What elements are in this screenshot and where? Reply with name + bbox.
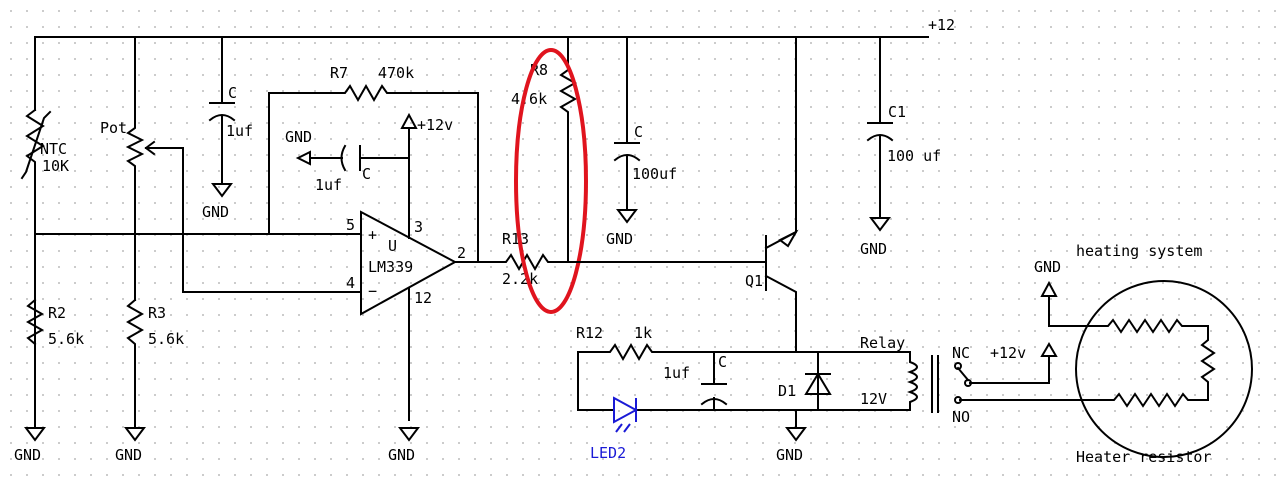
led2: LED2 xyxy=(577,396,911,462)
no-label: NO xyxy=(952,408,970,426)
capacitor-left: C 1uf GND xyxy=(202,36,253,221)
ntc-thermistor: NTC 10K xyxy=(20,36,69,421)
heater-resistor: GND heating system Heater resistor xyxy=(1034,242,1253,466)
gnd-symbol-r3: GND xyxy=(115,419,146,464)
gnd-symbol-relay: GND xyxy=(776,409,807,464)
r7-name: R7 xyxy=(330,64,348,82)
c1-name: C1 xyxy=(888,103,906,121)
ntc-name: NTC xyxy=(40,140,67,158)
pin5-label: 5 xyxy=(346,216,355,234)
resistor-r8: R8 4.6k xyxy=(511,36,578,263)
capacitor-100uf: C 100uf GND xyxy=(606,36,677,248)
d1-label: D1 xyxy=(778,382,796,400)
r7-value: 470k xyxy=(378,64,414,82)
r2-value: 5.6k xyxy=(48,330,84,348)
relay: Relay 12V NC NO +12v xyxy=(860,334,1087,426)
opamp-u: U xyxy=(388,237,397,255)
gnd-label-heater: GND xyxy=(1034,258,1061,276)
gnd-label-r3: GND xyxy=(115,446,142,464)
gnd-label-relay: GND xyxy=(776,446,803,464)
pin2-label: 2 xyxy=(457,244,466,262)
opamp-supply-label: +12v xyxy=(417,116,453,134)
r2-name: R2 xyxy=(48,304,66,322)
nc-label: NC xyxy=(952,344,970,362)
diode-d1: D1 xyxy=(778,351,832,411)
resistor-r3: R3 5.6k xyxy=(125,298,184,421)
cap-mid-value: 1uf xyxy=(315,176,342,194)
led2-label: LED2 xyxy=(590,444,626,462)
cap-left-name: C xyxy=(228,84,237,102)
cap-left-value: 1uf xyxy=(226,122,253,140)
supply-rail: +12 xyxy=(34,16,955,38)
r3-name: R3 xyxy=(148,304,166,322)
r13-value: 2.2k xyxy=(502,270,538,288)
gnd-symbol-r2: GND xyxy=(14,419,46,464)
capacitor-relay: 1uf C xyxy=(663,351,728,411)
opamp-lm339: 5 4 3 2 12 + − U LM339 GND xyxy=(332,210,479,464)
resistor-r2: R2 5.6k xyxy=(25,298,84,348)
cap-100-value: 100uf xyxy=(632,165,677,183)
heater-resistor-label: Heater resistor xyxy=(1076,448,1211,466)
ntc-value: 10K xyxy=(42,157,69,175)
r8-value: 4.6k xyxy=(511,90,547,108)
opamp-supply: +12v xyxy=(400,112,453,229)
resistor-r12: R12 1k xyxy=(576,324,911,411)
gnd-label-opamp: GND xyxy=(388,446,415,464)
transistor-q1: Q1 xyxy=(567,36,799,353)
gnd-label-mid: GND xyxy=(285,128,312,146)
opamp-part: LM339 xyxy=(368,258,413,276)
gnd-label-c1: GND xyxy=(860,240,887,258)
pin3-label: 3 xyxy=(414,218,423,236)
highlight-ellipse xyxy=(514,48,588,314)
pin4-label: 4 xyxy=(346,274,355,292)
r12-name: R12 xyxy=(576,324,603,342)
r13-name: R13 xyxy=(502,230,529,248)
potentiometer: Pot xyxy=(34,36,334,301)
relay-voltage: 12V xyxy=(860,390,887,408)
capacitor-mid: GND 1uf C xyxy=(285,128,410,194)
cap-relay-name: C xyxy=(718,353,727,371)
q1-label: Q1 xyxy=(745,272,763,290)
resistor-r7: R7 470k xyxy=(268,64,479,263)
heating-system-label: heating system xyxy=(1076,242,1202,260)
r3-value: 5.6k xyxy=(148,330,184,348)
capacitor-c1: C1 100 uf GND xyxy=(860,36,941,258)
pin12-label: 12 xyxy=(414,289,432,307)
cap-100-name: C xyxy=(634,123,643,141)
minus-sign: − xyxy=(368,282,377,300)
gnd-label-cap-100: GND xyxy=(606,230,633,248)
cap-relay-value: 1uf xyxy=(663,364,690,382)
gnd-label-cap-left: GND xyxy=(202,203,229,221)
relay-label: Relay xyxy=(860,334,905,352)
cap-mid-name: C xyxy=(362,165,371,183)
pot-label: Pot xyxy=(100,119,127,137)
supply-label: +12 xyxy=(928,16,955,34)
gnd-label-r2: GND xyxy=(14,446,41,464)
r12-value: 1k xyxy=(634,324,652,342)
relay-supply-label: +12v xyxy=(990,344,1026,362)
c1-value: 100 uf xyxy=(887,147,941,165)
plus-sign: + xyxy=(368,226,377,244)
